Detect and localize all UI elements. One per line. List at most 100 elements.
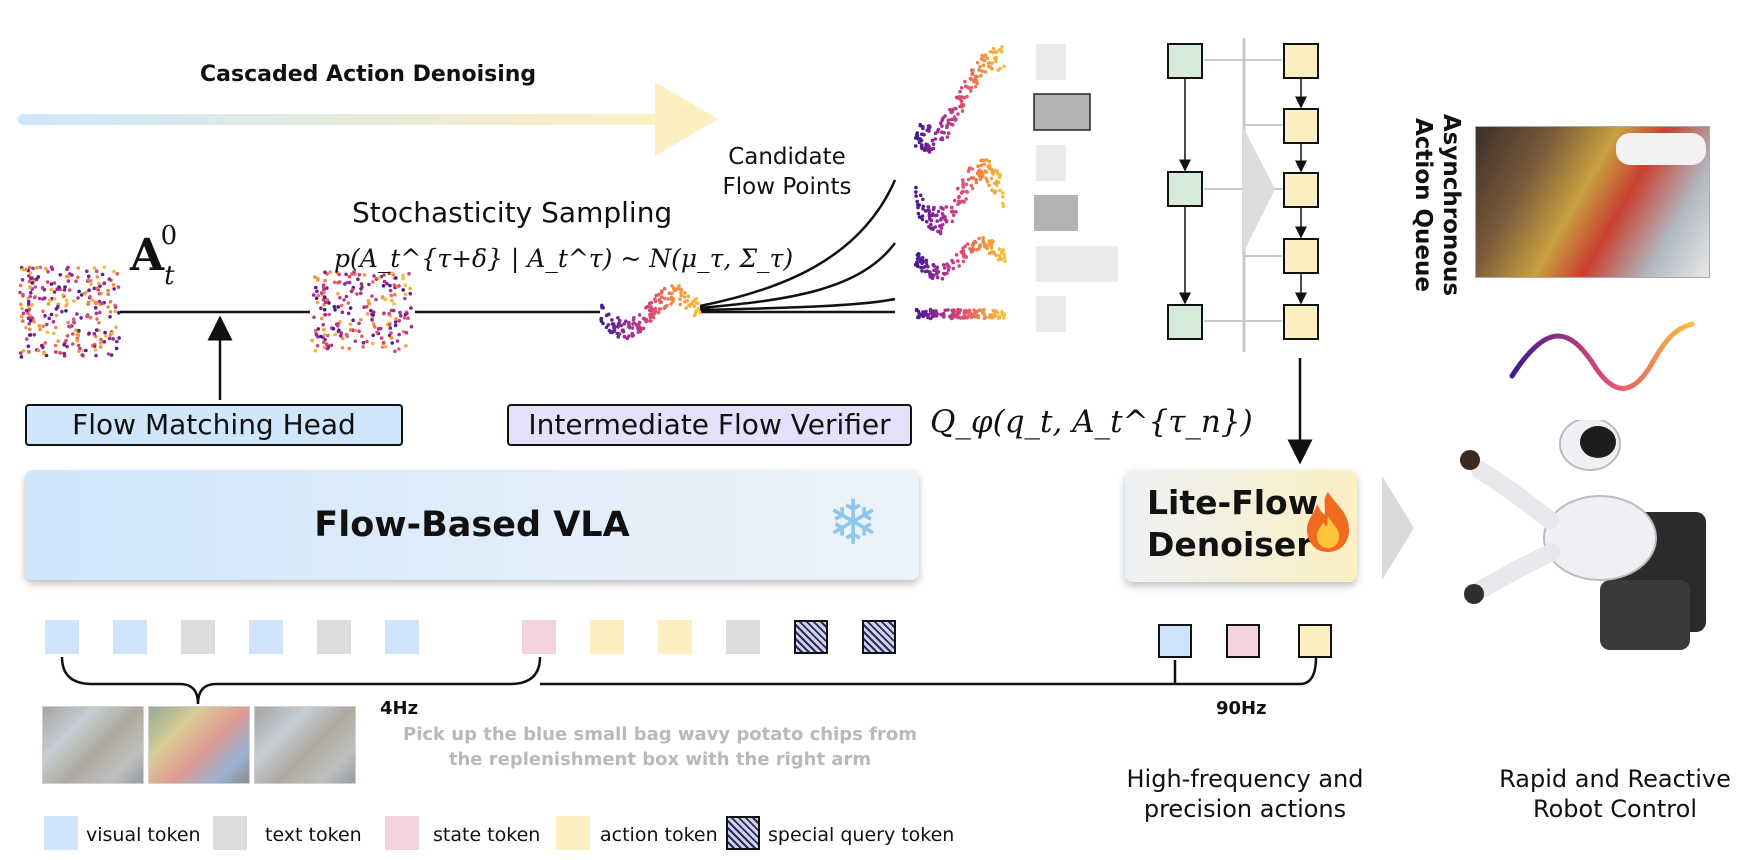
flow-point [44,266,48,271]
flow-point [327,312,332,317]
candidate-label-line2: Flow Points [722,174,852,200]
flow-point [401,276,406,281]
flow-point [347,280,352,285]
flow-point [637,329,641,333]
flow-point [927,224,931,229]
flow-point [382,279,387,284]
flow-point [362,273,367,277]
flow-point [389,336,394,340]
legend-state-swatch [385,816,419,850]
flow-point [959,191,964,195]
flow-point [333,332,338,337]
flow-point [66,320,70,325]
flow-point [981,171,985,176]
flow-point [927,144,931,149]
flow-point [979,57,984,61]
flow-point [92,332,97,336]
flow-point [996,68,1001,72]
candidate-1-cloud [913,45,1006,154]
flow-point [112,287,116,291]
flow-point [86,300,91,305]
flow-point [946,118,951,122]
flow-point [969,85,974,90]
flow-point [312,315,316,320]
flow-based-vla-box: Flow-Based VLA ❄ [25,470,919,580]
flow-point [985,246,989,251]
flow-point [45,330,50,335]
lite-flow-denoiser-box: Lite-Flow Denoiser [1125,470,1357,582]
flow-point [945,135,950,139]
flow-point [662,286,667,291]
flow-point [950,107,954,112]
flow-point [1000,311,1004,316]
flow-point [397,319,402,323]
flow-point [319,306,323,311]
flow-point [388,283,392,288]
flow-point [401,329,406,334]
flow-point [979,158,983,163]
flow-point [389,293,394,298]
flow-point [104,334,108,338]
flow-point [362,305,366,310]
flow-point [26,299,31,304]
flow-point [990,315,994,320]
flow-point [975,81,980,85]
flow-point [401,288,406,292]
camera-image [148,706,250,784]
flow-point [920,255,925,260]
low-frequency-label: 4Hz [380,698,419,719]
flow-point [95,286,100,291]
flow-point [97,320,101,325]
flow-point [924,142,928,146]
flow-point [370,294,374,298]
flow-point [962,314,967,318]
flow-point [405,311,409,316]
flow-point [980,53,984,58]
flow-point [954,210,958,214]
flow-point [921,197,925,202]
flow-point [941,271,946,276]
flow-point [926,315,930,320]
flow-point [371,341,375,346]
flow-point [49,265,54,270]
flow-point [931,142,936,146]
flow-point [102,265,106,270]
flow-point [336,291,340,296]
flow-point [55,287,59,292]
flow-point [100,301,105,306]
flow-point [954,106,958,111]
flow-point [114,325,118,330]
flow-point [313,329,318,333]
flow-point [914,308,919,313]
flow-point [348,306,353,310]
flow-point [650,308,655,313]
flow-point [39,343,44,348]
flow-point [961,185,966,189]
flow-point [117,336,121,340]
flow-point [1002,255,1007,260]
flow-point [76,296,80,300]
flow-point [72,320,77,325]
action-trajectory-wave [1509,321,1695,391]
flow-point [951,209,955,214]
flow-point [27,307,32,312]
flow-point [383,297,388,302]
flow-point [336,305,341,309]
flow-point [117,311,121,315]
flow-point [926,125,931,129]
flow-point [968,76,973,81]
flow-point [936,209,941,214]
camera-image [254,706,356,784]
flow-point [28,333,33,337]
flow-point [409,324,414,329]
flow-point [631,318,636,322]
flow-point [395,284,400,289]
flow-point [325,297,330,302]
flow-point [644,305,648,310]
flow-point [106,292,111,297]
flow-verifier-box: Intermediate Flow Verifier [507,404,912,446]
flow-point [106,352,111,356]
flow-point [994,183,999,187]
flow-point [53,343,58,348]
flow-point [65,334,70,338]
